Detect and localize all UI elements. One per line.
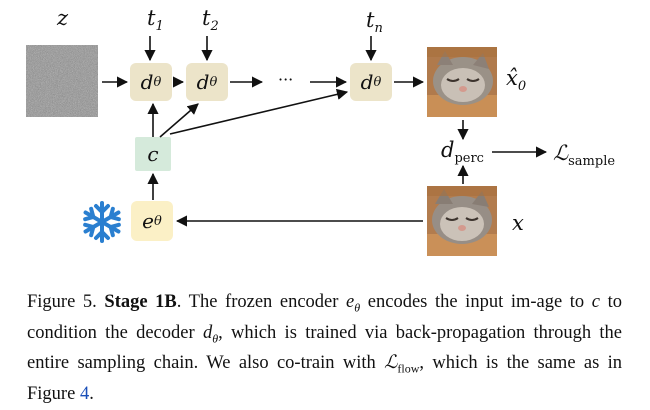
figure-4-link[interactable]: 4 [80,384,89,404]
arrows [0,0,650,290]
figure-caption: Figure 5. Stage 1B. The frozen encoder e… [27,290,622,407]
